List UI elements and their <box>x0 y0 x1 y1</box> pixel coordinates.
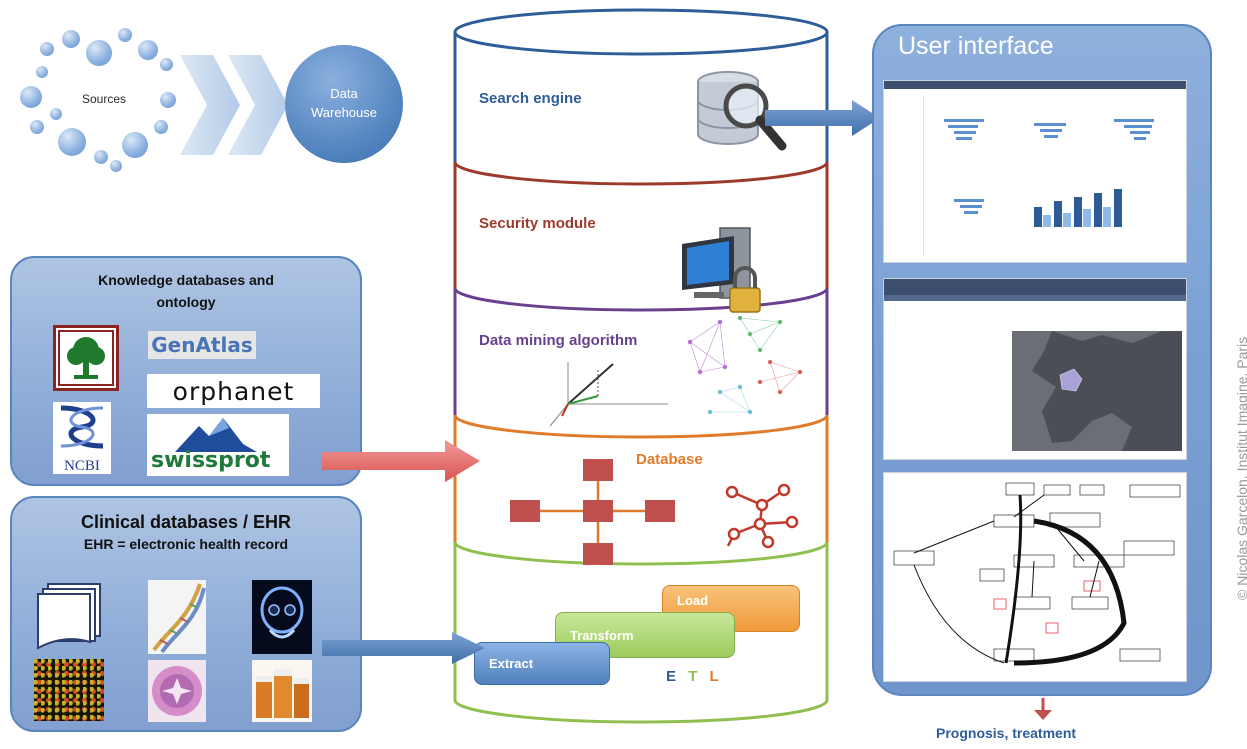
pill-bottles-image <box>252 660 312 722</box>
etl-t: T <box>688 668 702 685</box>
source-dot <box>36 66 48 78</box>
genatlas-logo: GenAtlas <box>148 331 256 359</box>
security-module-label: Security module <box>479 215 596 232</box>
source-dot <box>118 28 132 42</box>
warehouse-label-line1: Data <box>330 86 358 102</box>
tree-graph-icon <box>722 480 802 550</box>
clinical-title: Clinical databases / EHR <box>80 512 292 532</box>
source-dot <box>94 150 108 164</box>
source-dot <box>86 40 112 66</box>
source-dot <box>20 86 42 108</box>
transform-label: Transform <box>570 628 634 643</box>
ui-screenshot-dashboard <box>883 80 1187 263</box>
etl-e: E <box>666 668 681 685</box>
load-label: Load <box>677 593 709 608</box>
etl-l: L <box>709 668 723 685</box>
vector-diagram <box>528 360 678 428</box>
tissue-image <box>148 660 206 722</box>
extract-label: Extract <box>489 656 534 671</box>
source-dot <box>138 40 158 60</box>
clinical-subtitle: EHR = electronic health record <box>83 536 289 552</box>
source-dot <box>154 120 168 134</box>
tree-logo <box>53 325 119 391</box>
source-dot <box>110 160 122 172</box>
entity-relationship-diagram <box>505 455 685 585</box>
orphanet-logo: orphanet <box>147 374 320 408</box>
source-dot <box>58 128 86 156</box>
computer-lock-icon <box>672 222 772 322</box>
source-dot <box>122 132 148 158</box>
data-mining-label: Data mining algorithm <box>479 332 638 349</box>
microarray-image <box>34 659 104 721</box>
skull-xray-image <box>252 580 312 654</box>
cylinder-diagram <box>453 8 829 724</box>
swissprot-label: swissprot <box>151 448 271 473</box>
prognosis-treatment-label: Prognosis, treatment <box>936 725 1077 741</box>
ui-screenshot-map <box>883 278 1187 460</box>
source-dot <box>50 108 62 120</box>
ui-to-output-arrowhead <box>1034 710 1052 720</box>
database-label: Database <box>636 451 703 468</box>
copyright-credit: © Nicolas Garcelon, Institut Imagine, Pa… <box>1234 336 1247 600</box>
ui-screenshot-graph <box>883 472 1187 682</box>
knowledge-title-line1: Knowledge databases and <box>98 272 274 288</box>
source-dot <box>40 42 54 56</box>
etl-letters: E T L <box>666 668 723 685</box>
chevron-arrow-1 <box>180 55 240 155</box>
ncbi-label: NCBI <box>64 458 100 474</box>
knowledge-title-line2: ontology <box>156 294 216 310</box>
source-dot <box>160 92 176 108</box>
swissprot-logo: swissprot <box>147 414 289 476</box>
user-interface-title: User interface <box>898 32 1054 60</box>
documents-icon <box>34 582 104 652</box>
warehouse-label-line2: Warehouse <box>311 105 377 120</box>
source-dot <box>160 58 173 71</box>
extract-block: Extract <box>474 642 610 685</box>
ncbi-logo: NCBI <box>53 402 111 474</box>
network-graph-icon <box>680 312 806 420</box>
cylinder-top <box>453 8 829 56</box>
search-engine-label: Search engine <box>479 90 582 107</box>
data-warehouse-circle: Data Warehouse <box>285 45 403 163</box>
source-dot <box>62 30 80 48</box>
magnifier-database-icon <box>690 60 790 160</box>
dna-image <box>148 580 206 654</box>
sources-label: Sources <box>82 92 127 106</box>
source-dot <box>30 120 44 134</box>
